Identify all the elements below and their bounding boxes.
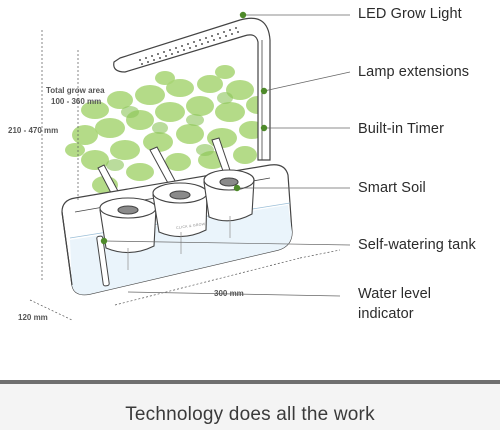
dot-self-watering-tank: [100, 237, 108, 245]
length-dimension: 300 mm: [214, 289, 244, 298]
label-water-level-line1: Water level: [358, 286, 432, 302]
height-dimension: 210 - 470 mm: [8, 126, 59, 135]
footer-tagline: Technology does all the work: [125, 404, 375, 425]
label-lamp-extensions: Lamp extensions: [358, 64, 470, 80]
dimension-lines: [29, 30, 341, 321]
depth-dimension: 120 mm: [18, 313, 48, 322]
label-led-grow-light: LED Grow Light: [358, 6, 462, 22]
label-self-watering-tank: Self-watering tank: [358, 237, 476, 253]
dot-smart-soil: [233, 184, 241, 192]
grow-area-value: 100 - 360 mm: [51, 97, 102, 106]
dot-led-grow-light: [239, 11, 247, 19]
smart-garden-diagram: [29, 11, 351, 321]
water-level-indicator: [96, 235, 110, 287]
dot-lamp-extensions: [260, 87, 268, 95]
led-panel-dots: [139, 27, 239, 65]
label-water-level-line2: indicator: [358, 306, 414, 322]
leader-lines: [103, 14, 351, 297]
grow-area-title: Total grow area: [46, 86, 105, 95]
dot-built-in-timer: [260, 124, 268, 132]
callout-dots: [100, 11, 268, 245]
label-built-in-timer: Built-in Timer: [358, 121, 444, 137]
label-smart-soil: Smart Soil: [358, 180, 426, 196]
led-grow-light-arm: [113, 17, 271, 161]
footer-banner: Technology does all the work: [0, 380, 500, 430]
